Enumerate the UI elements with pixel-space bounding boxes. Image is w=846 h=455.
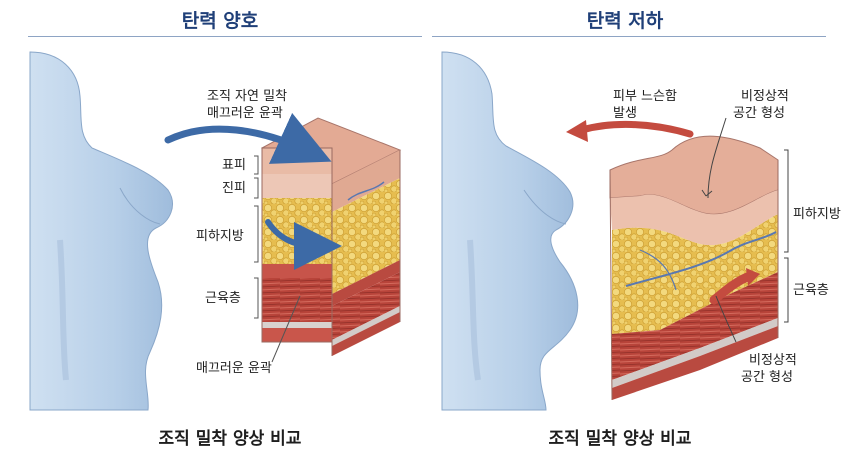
right-top-annotation-line1: 비정상적 [741,89,789,104]
right-caption: 조직 밀착 양상 비교 [548,429,692,449]
right-label-muscle-layer: 근육층 [793,283,829,298]
right-body-silhouette [441,51,579,411]
left-arrow-label-line1: 조직 자연 밀착 [207,89,288,104]
label-subcutaneous-fat: 피하지방 [196,229,244,244]
right-tissue-block [609,135,779,401]
label-epidermis: 표피 [222,158,246,173]
left-upper-blue-arrow [164,112,332,164]
left-layer-brackets [254,155,301,363]
left-arrow-label-line2: 매끄러운 윤곽 [207,106,283,121]
right-bottom-annotation-line1: 비정상적 [749,353,797,368]
right-top-annotation-line2: 공간 형성 [733,106,785,121]
right-arrow-label-line2: 발생 [613,106,637,121]
label-dermis: 진피 [222,181,246,196]
left-bottom-annotation: 매끄러운 윤곽 [196,361,272,376]
right-red-arrow [566,120,694,142]
right-title-divider [432,36,826,37]
right-panel-title: 탄력 저하 [586,10,664,32]
label-muscle-layer: 근육층 [205,291,241,306]
left-caption: 조직 밀착 양상 비교 [158,429,302,449]
left-inner-blue-arrow [265,219,342,270]
left-panel-title: 탄력 양호 [181,10,259,32]
left-body-silhouette [29,51,173,411]
left-title-divider [28,36,422,37]
right-bottom-annotation-line2: 공간 형성 [741,370,793,385]
right-label-subcutaneous-fat: 피하지방 [793,207,841,222]
right-annotation-lines [701,117,789,343]
right-arrow-label-line1: 피부 느슨함 [613,89,677,104]
